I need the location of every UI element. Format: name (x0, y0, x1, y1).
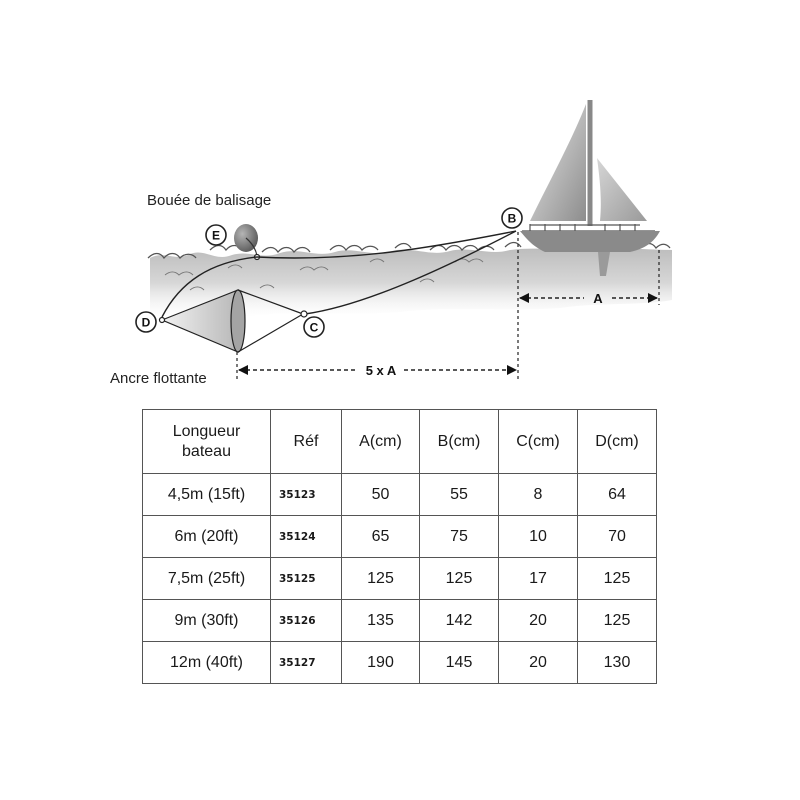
cell-b: 125 (419, 557, 499, 600)
cell-d: 125 (577, 557, 657, 600)
cell-b: 145 (419, 641, 499, 684)
table-header-row: Longueur bateau Réf A(cm) B(cm) C(cm) D(… (142, 409, 657, 474)
cell-c: 10 (498, 515, 578, 558)
sea-anchor-diagram: Bouée de balisage Ancre flottante E B D … (110, 100, 672, 387)
table-row: 6m (20ft) 35124 65 75 10 70 (142, 515, 657, 558)
cell-c: 8 (498, 473, 578, 516)
cell-d: 130 (577, 641, 657, 684)
cell-ref: 35123 (270, 473, 342, 516)
table-row: 4,5m (15ft) 35123 50 55 8 64 (142, 473, 657, 516)
hull-railing (522, 224, 655, 232)
header-boat-length: Longueur bateau (142, 409, 271, 474)
cell-a: 50 (341, 473, 420, 516)
cell-c: 20 (498, 599, 578, 642)
mainsail (530, 104, 586, 221)
header-a: A(cm) (341, 409, 420, 474)
sea-anchor (158, 289, 308, 353)
buoy-label: Bouée de balisage (147, 192, 271, 209)
anchor-label: Ancre flottante (110, 370, 207, 387)
table-row: 12m (40ft) 35127 190 145 20 130 (142, 641, 657, 684)
callout-b: B (501, 207, 523, 229)
cell-ref: 35127 (270, 641, 342, 684)
svg-text:E: E (212, 229, 220, 243)
cell-boat-length: 4,5m (15ft) (142, 473, 271, 516)
hull (520, 231, 660, 252)
cell-ref: 35126 (270, 599, 342, 642)
table-row: 9m (30ft) 35126 135 142 20 125 (142, 599, 657, 642)
cell-d: 70 (577, 515, 657, 558)
jib (597, 158, 647, 221)
svg-text:A: A (593, 291, 603, 306)
callout-d: D (135, 311, 157, 333)
dimension-a: A (519, 291, 658, 306)
sailboat (520, 100, 660, 276)
wave-ripples (164, 258, 484, 291)
cell-a: 125 (341, 557, 420, 600)
rope-lines (161, 230, 517, 318)
wave-crests (147, 241, 671, 260)
sizing-table: Longueur bateau Réf A(cm) B(cm) C(cm) D(… (142, 409, 657, 684)
svg-text:5 x A: 5 x A (366, 363, 397, 378)
cell-boat-length: 9m (30ft) (142, 599, 271, 642)
cell-a: 135 (341, 599, 420, 642)
cell-ref: 35125 (270, 557, 342, 600)
marker-buoy (234, 224, 261, 261)
callout-c: C (303, 316, 325, 338)
callout-e: E (205, 224, 227, 246)
dimension-guides (236, 232, 660, 380)
header-b: B(cm) (419, 409, 499, 474)
cell-c: 20 (498, 641, 578, 684)
svg-text:D: D (142, 316, 151, 330)
cell-boat-length: 12m (40ft) (142, 641, 271, 684)
cell-d: 64 (577, 473, 657, 516)
cell-b: 142 (419, 599, 499, 642)
cell-boat-length: 7,5m (25ft) (142, 557, 271, 600)
dimension-5xa: 5 x A (238, 363, 517, 378)
svg-text:B: B (508, 212, 517, 226)
header-d: D(cm) (577, 409, 657, 474)
header-c: C(cm) (498, 409, 578, 474)
table-row: 7,5m (25ft) 35125 125 125 17 125 (142, 557, 657, 600)
svg-text:C: C (310, 321, 319, 335)
cell-b: 75 (419, 515, 499, 558)
keel (598, 252, 610, 276)
cell-d: 125 (577, 599, 657, 642)
cell-a: 65 (341, 515, 420, 558)
cell-b: 55 (419, 473, 499, 516)
cell-boat-length: 6m (20ft) (142, 515, 271, 558)
cell-a: 190 (341, 641, 420, 684)
sea-surface (150, 248, 672, 318)
header-ref: Réf (270, 409, 342, 474)
cell-c: 17 (498, 557, 578, 600)
cell-ref: 35124 (270, 515, 342, 558)
